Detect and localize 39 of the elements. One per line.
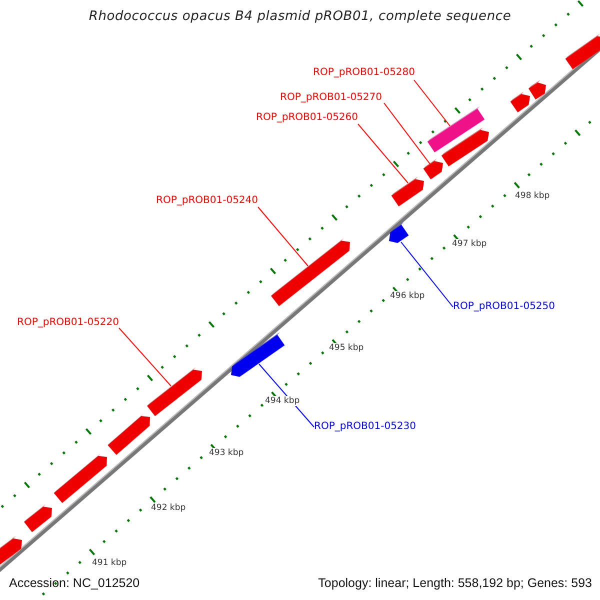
- footer-text: Topology: linear; Length: 558,192 bp; Genes: 593: [318, 576, 592, 590]
- leader-line: [384, 102, 430, 164]
- gene-label: ROP_pROB01-05260: [256, 112, 358, 124]
- gene-feature: [423, 158, 443, 180]
- gene-feature: [147, 367, 202, 416]
- leader-line: [414, 80, 450, 126]
- gene-feature: [389, 222, 409, 243]
- gene-feature: [231, 332, 285, 377]
- leader-line: [358, 124, 408, 184]
- gene-feature: [24, 504, 52, 532]
- footer-text: Accession: NC_012520: [9, 576, 140, 590]
- diagram-title: Rhodococcus opacus B4 plasmid pROB01, complete sequence: [88, 9, 512, 24]
- gene-feature: [427, 106, 485, 152]
- gene-label: ROP_pROB01-05240: [156, 195, 258, 207]
- gene-feature: [0, 536, 22, 566]
- leader-line: [118, 328, 172, 386]
- scale-label: 495 kbp: [328, 343, 365, 353]
- scale-label: 491 kbp: [91, 558, 128, 568]
- scale-label: 498 kbp: [514, 191, 551, 201]
- gene-label: ROP_pROB01-05230: [314, 421, 416, 433]
- gene-feature: [441, 127, 489, 166]
- scale-label: 494 kbp: [264, 396, 301, 406]
- gene-feature: [510, 92, 530, 112]
- gene-feature: [391, 176, 424, 206]
- gene-label: ROP_pROB01-05280: [313, 67, 416, 79]
- gene-label: ROP_pROB01-05250: [453, 301, 556, 313]
- gene-feature: [565, 34, 600, 70]
- gene-label: ROP_pROB01-05220: [17, 317, 120, 329]
- gene-feature: [271, 238, 350, 306]
- gene-label: ROP_pROB01-05270: [280, 92, 382, 104]
- gene-feature: [54, 453, 107, 503]
- gene-feature: [528, 80, 546, 100]
- scale-label: 493 kbp: [208, 448, 245, 458]
- leader-line: [258, 206, 308, 266]
- scale-label: 492 kbp: [150, 503, 187, 513]
- scale-label: 496 kbp: [389, 291, 426, 301]
- gene-feature: [108, 414, 150, 455]
- leader-line: [400, 242, 454, 308]
- scale-label: 497 kbp: [451, 239, 488, 249]
